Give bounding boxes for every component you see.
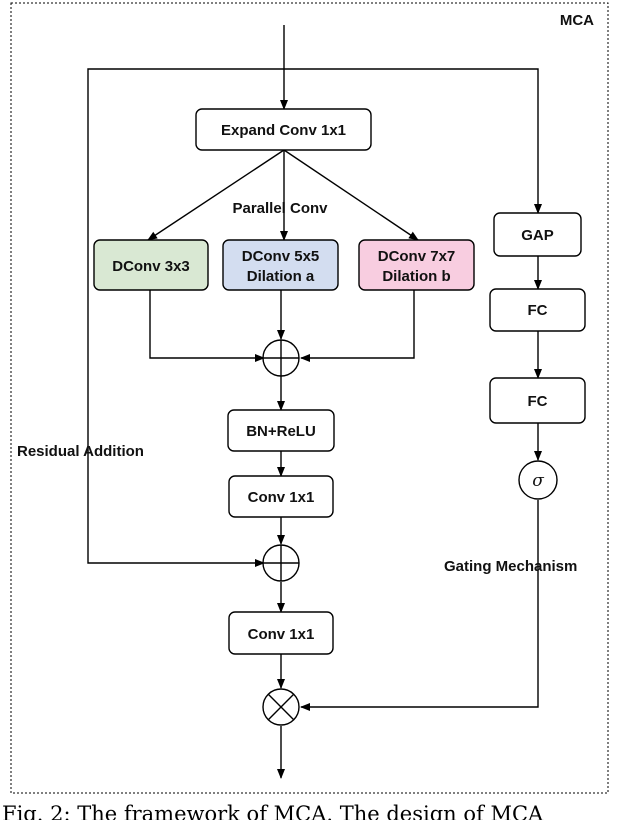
connections [87,25,542,779]
sigma-node: σ [518,460,558,500]
dconv-3x3-node: DConv 3x3 [93,239,209,291]
svg-text:Dilation b: Dilation b [382,268,450,285]
conv-1x1-node-1: Conv 1x1 [228,475,334,518]
sum-node-residual [262,544,300,582]
parallel-conv-label: Parallel Conv [232,200,328,217]
multiply-node [262,688,300,726]
svg-text:Expand Conv 1x1: Expand Conv 1x1 [221,122,346,139]
fc-node-2: FC [489,377,586,424]
figure-caption: Fig. 2: The framework of MCA. The design… [2,802,544,820]
svg-text:FC: FC [528,393,548,410]
gap-node: GAP [493,212,582,257]
svg-text:Conv 1x1: Conv 1x1 [248,626,315,643]
svg-text:Conv 1x1: Conv 1x1 [248,489,315,506]
svg-text:FC: FC [528,302,548,319]
bn-relu-node: BN+ReLU [227,409,335,452]
residual-addition-label: Residual Addition [17,443,144,460]
svg-text:BN+ReLU: BN+ReLU [246,423,316,440]
dconv-5x5-node: DConv 5x5 Dilation a [222,239,339,291]
svg-text:GAP: GAP [521,227,554,244]
module-label: MCA [560,12,594,29]
module-frame [10,2,609,794]
sum-node-parallel [262,339,300,377]
svg-text:Dilation a: Dilation a [247,268,315,285]
svg-text:DConv 5x5: DConv 5x5 [242,248,320,265]
conv-1x1-node-2: Conv 1x1 [228,611,334,655]
svg-text:σ: σ [532,471,544,491]
gating-mechanism-label: Gating Mechanism [444,558,577,575]
fc-node-1: FC [489,288,586,332]
expand-conv-node: Expand Conv 1x1 [195,108,372,151]
svg-text:DConv 7x7: DConv 7x7 [378,248,456,265]
svg-text:DConv 3x3: DConv 3x3 [112,258,190,275]
dconv-7x7-node: DConv 7x7 Dilation b [358,239,475,291]
